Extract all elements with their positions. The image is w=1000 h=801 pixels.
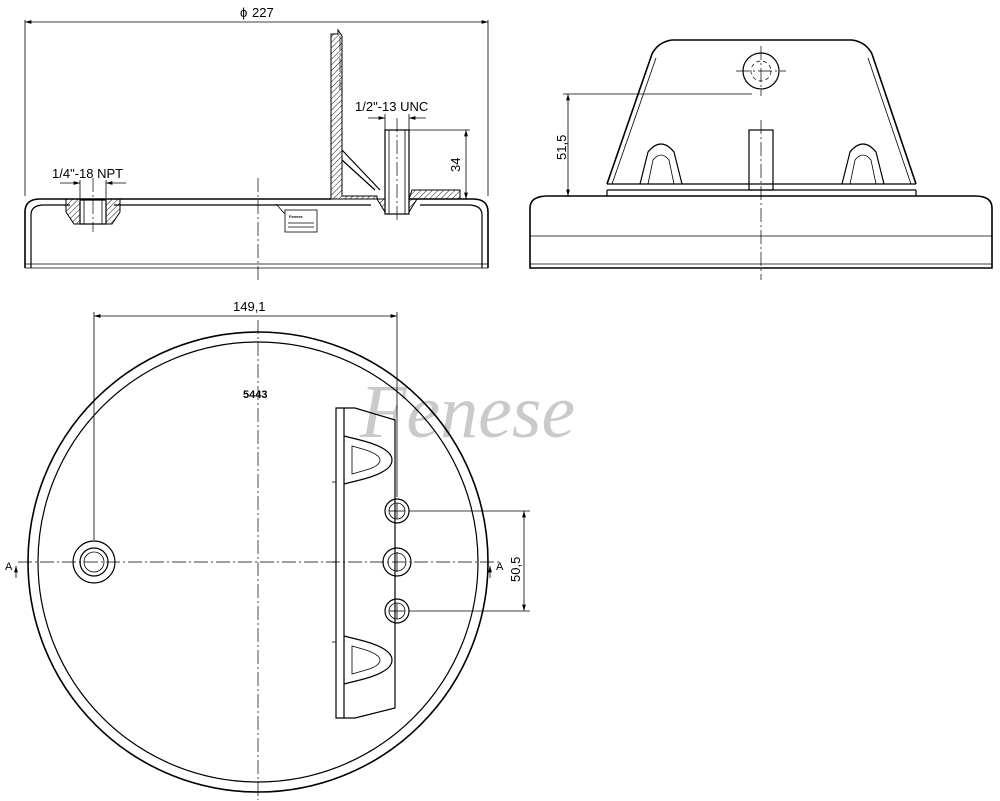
- plan-stud-middle: [382, 547, 412, 577]
- section-marker-right: A: [496, 561, 504, 573]
- npt-thread-label: 1/4"-18 NPT: [52, 166, 123, 181]
- dia-value: 227: [252, 5, 274, 20]
- plan-slot-top: [343, 435, 393, 485]
- bracket-base: [408, 189, 461, 200]
- stud-weld-right: [408, 198, 418, 214]
- section-marker-left: A: [5, 561, 13, 573]
- product-label-tag: [284, 209, 318, 233]
- bracket-plate: [330, 28, 378, 200]
- npt-fitting-left: [65, 198, 81, 225]
- npt-fitting-right: [105, 198, 121, 225]
- plan-stud-bottom: [384, 598, 410, 624]
- plan-bracket-outline: [335, 407, 396, 719]
- unc-thread-label: 1/2"-13 UNC: [355, 99, 428, 114]
- side-base-outline: [529, 195, 993, 269]
- plan-stud-top: [384, 498, 410, 524]
- plan-view: A A 5443 149,1: [5, 299, 530, 800]
- plan-slot-bottom: [343, 635, 393, 685]
- stud-spacing-value: 50,5: [508, 557, 523, 582]
- front-section-view: Fenese ϕ 227 1/4"-18 NPT 1/2"-13 UNC 34: [24, 5, 489, 282]
- plan-npt-fitting: [72, 540, 116, 584]
- side-height-value: 51,5: [554, 135, 569, 160]
- dia-symbol: ϕ: [240, 5, 247, 20]
- plate-inner-outline: [30, 204, 483, 268]
- bracket-gusset-line: [341, 149, 381, 191]
- part-number: 5443: [243, 389, 267, 401]
- stud-weld-left: [376, 198, 386, 214]
- side-bracket-outline: [606, 39, 917, 185]
- label-tag-logo: Fenese: [289, 214, 304, 219]
- side-view: 51,5: [529, 39, 993, 280]
- hole-offset-value: 149,1: [233, 299, 266, 314]
- stud-height-value: 34: [448, 158, 463, 172]
- side-slot-left: [639, 143, 683, 185]
- plate-outer-outline: [24, 198, 489, 268]
- watermark-logo: Fenese: [359, 370, 575, 454]
- side-slot-right: [841, 143, 885, 185]
